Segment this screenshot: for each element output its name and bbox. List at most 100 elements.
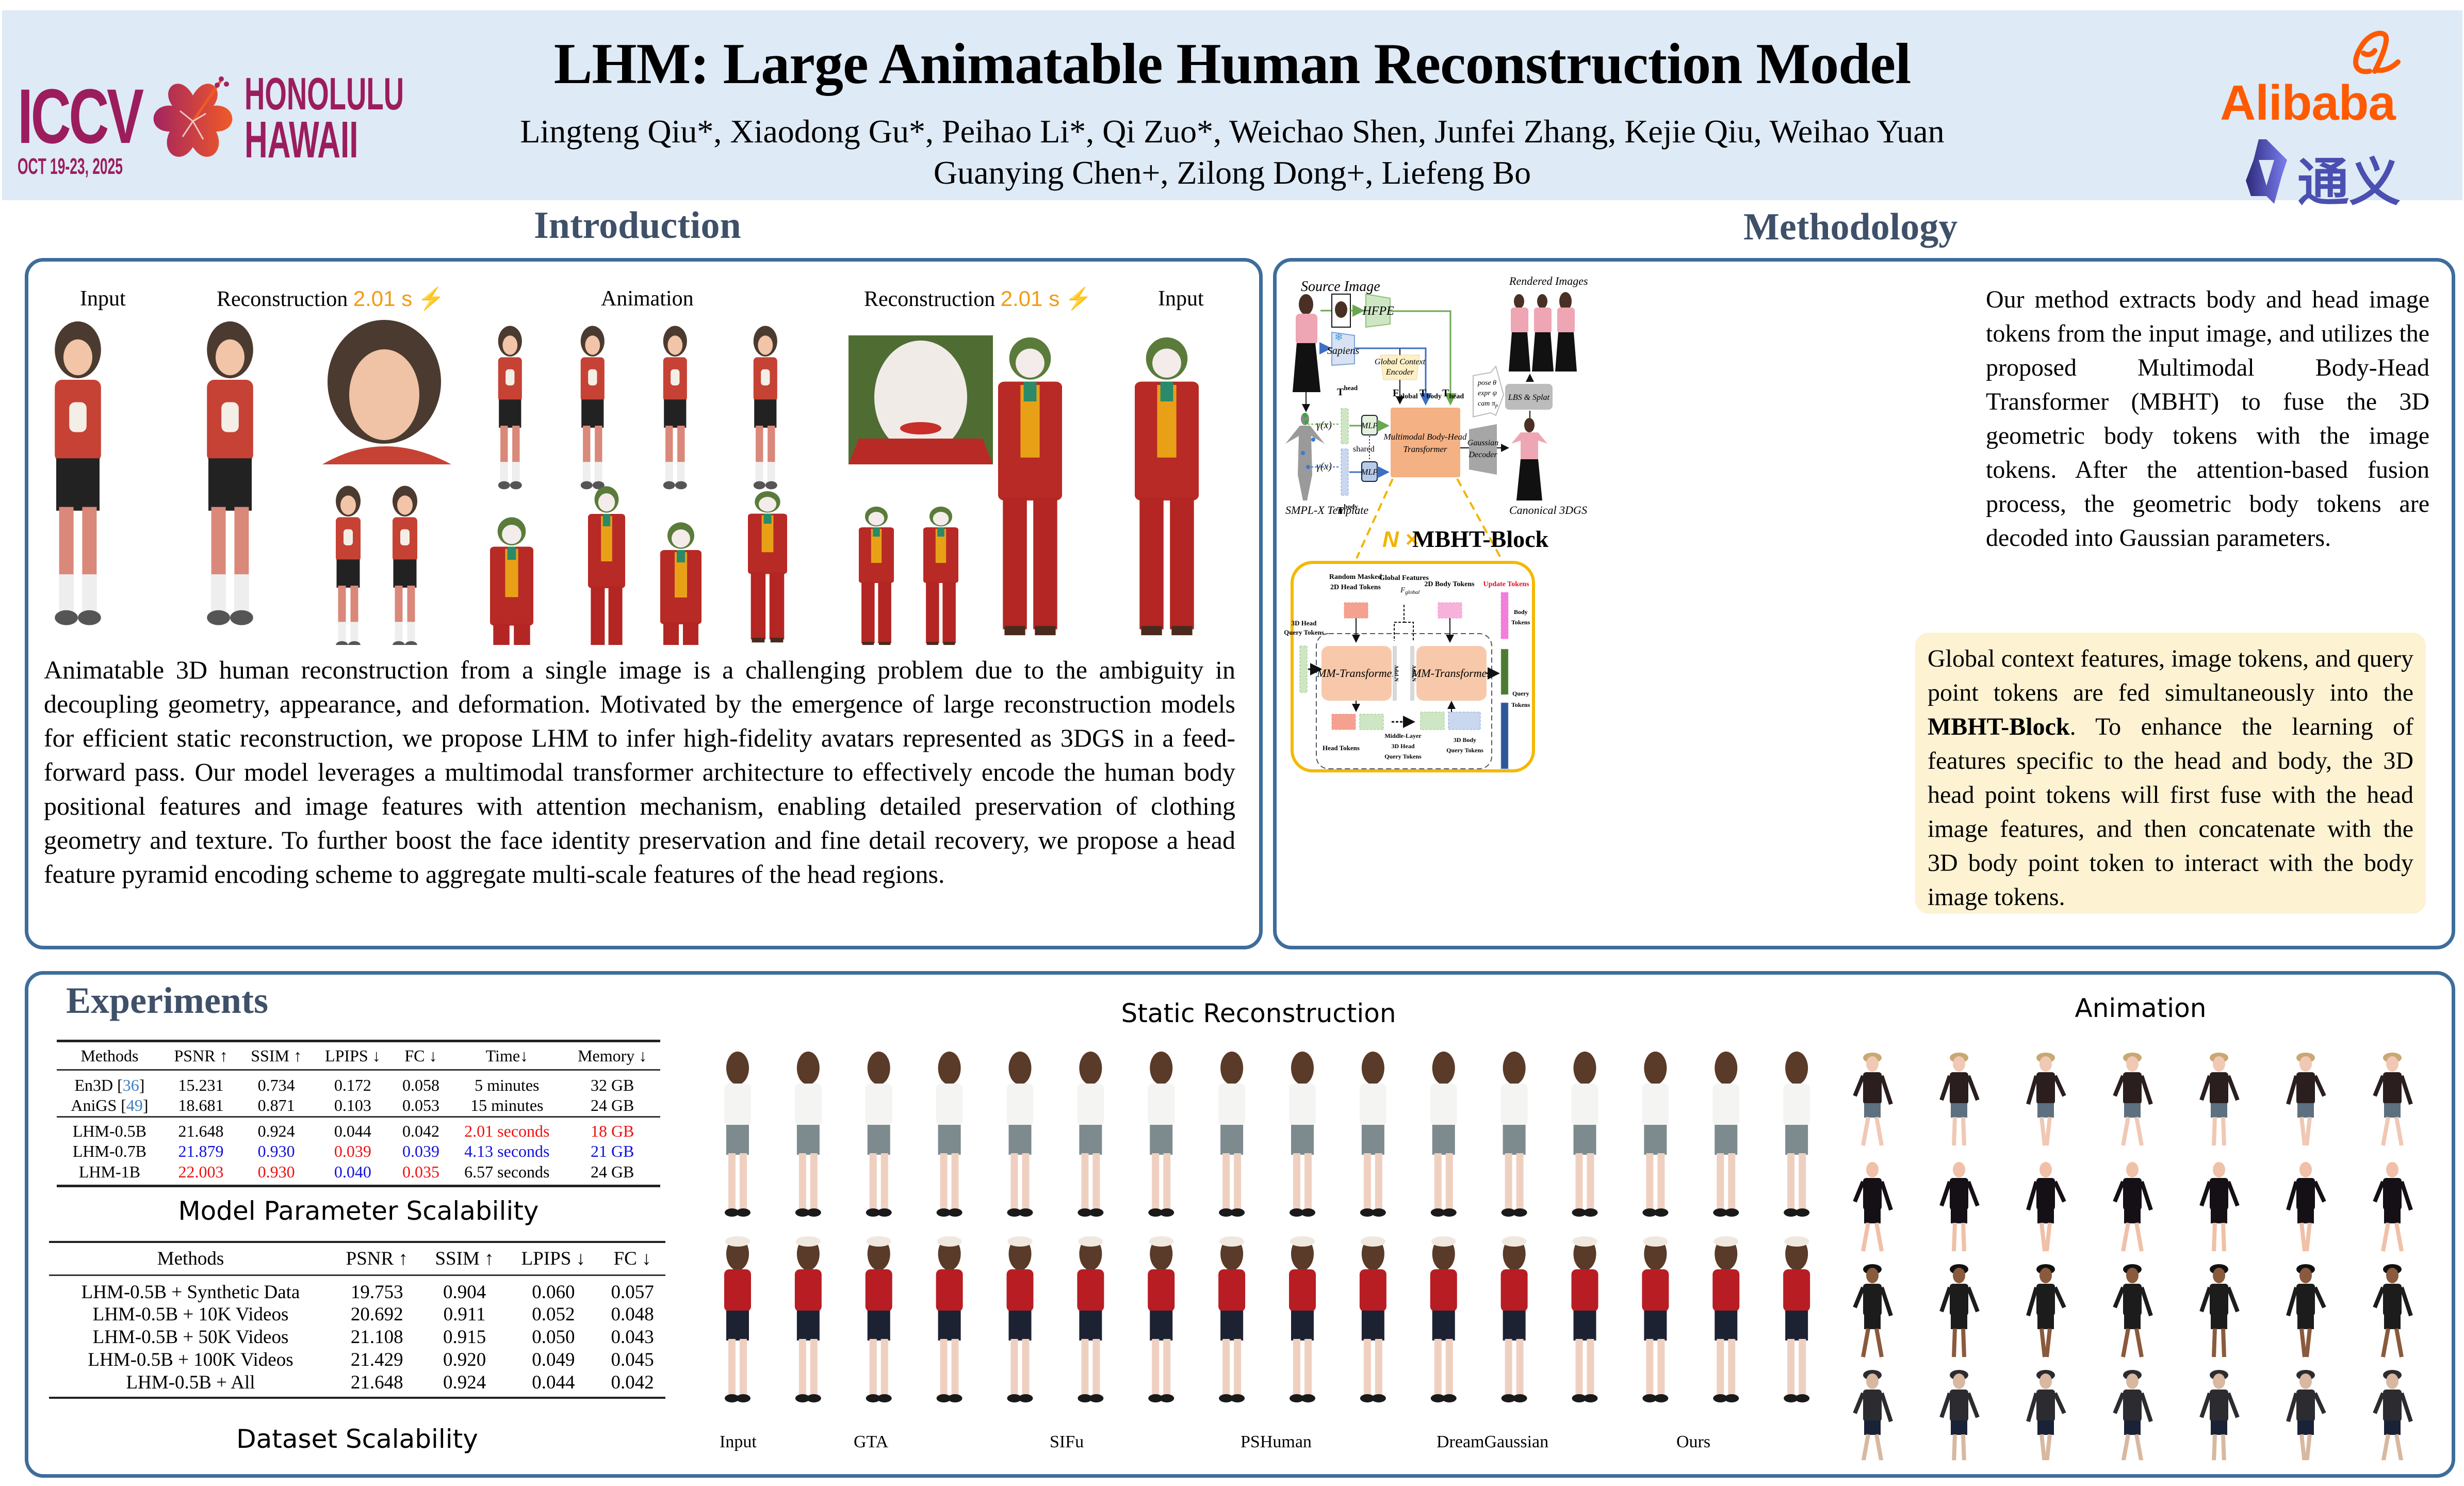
- mm-transformer-1: [1321, 646, 1392, 701]
- ssim-cell: 0.924: [239, 1116, 314, 1141]
- animation-frame: [2113, 1053, 2153, 1146]
- static-person: [1642, 1052, 1669, 1217]
- source-image-label: Source Image: [1301, 279, 1380, 295]
- static-person: [1359, 1236, 1386, 1402]
- methodology-diagram: HFPE ❄ Sapiens Global Context Encoder Fg…: [1284, 274, 1588, 772]
- body-query-1: 3D Body: [1454, 736, 1476, 744]
- lpips-cell: 0.103: [334, 1095, 371, 1115]
- ssim-cell: 0.915: [443, 1327, 486, 1348]
- time-cell: 15 minutes: [470, 1095, 544, 1115]
- cite-bracket: ]: [142, 1095, 149, 1115]
- table2-header-cell: SSIM ↑: [421, 1241, 508, 1276]
- animation-frame: [1939, 1053, 1980, 1146]
- psnr-cell: 18.681: [178, 1095, 224, 1115]
- cam-label: cam πp: [1478, 400, 1498, 409]
- tongyi-mark-icon: [2246, 139, 2287, 204]
- animation-frame: [1853, 1264, 1893, 1358]
- table1-header-cell: Methods: [57, 1040, 162, 1071]
- intro-figure: [55, 320, 1199, 645]
- static-column-label: PSHuman: [1241, 1432, 1312, 1451]
- update-body-query-tokens: [1500, 702, 1509, 769]
- ssim-cell: 0.924: [421, 1371, 508, 1399]
- snowflake-icon: ❄: [1334, 332, 1343, 343]
- middle-layer-2: 3D Head: [1392, 742, 1415, 750]
- rendered-persons: [1509, 292, 1577, 372]
- mlp-head-label: MLP: [1361, 422, 1378, 430]
- psnr-cell: 21.429: [350, 1349, 403, 1370]
- joker-reconstruction: [998, 337, 1062, 636]
- method-cell: LHM-0.5B + All: [49, 1371, 332, 1399]
- update-tokens-label: Update Tokens: [1483, 580, 1529, 588]
- fc-cell: 0.039: [402, 1142, 439, 1160]
- authors-line-1: Lingteng Qiu*, Xiaodong Gu*, Peihao Li*,…: [520, 113, 1945, 150]
- adaln-2-label: AdaLN: [1411, 665, 1416, 682]
- lpips-cell: 0.044: [313, 1116, 393, 1141]
- poster-header: ICCV OCT 19-23, 2025 HONOLULU HAWAII LHM…: [2, 10, 2462, 213]
- tongyi-wordmark: 通义: [2297, 152, 2401, 213]
- mbht-label-2: Transformer: [1403, 444, 1447, 454]
- fc-cell: 0.048: [611, 1304, 654, 1325]
- table2-header-cell: LPIPS ↓: [507, 1241, 600, 1276]
- hfpe-label: HFPE: [1362, 304, 1394, 318]
- static-person: [1500, 1236, 1528, 1402]
- iccv-logo: ICCV OCT 19-23, 2025 HONOLULU HAWAII: [18, 67, 404, 179]
- girl-reconstruction: [207, 321, 253, 625]
- reconstruction-left-text: Reconstruction: [217, 287, 348, 311]
- gd-label-2: Decoder: [1468, 450, 1497, 459]
- method-cell: En3D [36]: [57, 1070, 162, 1095]
- static-person: [1430, 1236, 1457, 1402]
- method-cell: LHM-0.5B + 50K Videos: [92, 1327, 289, 1348]
- head-query-out: [1359, 714, 1384, 730]
- static-person: [1289, 1236, 1316, 1402]
- static-person: [1006, 1236, 1034, 1402]
- animation-frame: [2286, 1053, 2326, 1146]
- citation: 49: [126, 1095, 143, 1115]
- static-person: [794, 1052, 822, 1217]
- static-column-label: GTA: [854, 1432, 889, 1451]
- poster-title: LHM: Large Animatable Human Reconstructi…: [553, 32, 1911, 96]
- table2-header-cell: Methods: [49, 1241, 332, 1276]
- method-name: LHM-0.5B: [72, 1121, 146, 1140]
- alibaba-wordmark: Alibaba: [2220, 75, 2396, 131]
- fc-cell: 0.035: [392, 1162, 450, 1187]
- body-tokens-2: Tokens: [1511, 619, 1530, 626]
- cite-bracket: ]: [139, 1076, 145, 1094]
- lbs-splat-label: LBS & Splat: [1508, 393, 1550, 402]
- mm-transformer-2-label: MM-Transformer: [1411, 667, 1491, 680]
- highlight-text-post: . To enhance the learning of features sp…: [1928, 713, 2413, 911]
- gaussian-decoder: [1469, 424, 1497, 475]
- ssim-cell: 0.930: [239, 1162, 314, 1187]
- iccv-region: HAWAII: [244, 110, 358, 169]
- fc-cell: 0.057: [611, 1281, 654, 1303]
- animation-frame: [2113, 1370, 2153, 1460]
- hibiscus-icon: [153, 76, 233, 157]
- table1-header-cell: PSNR ↑: [162, 1040, 240, 1071]
- t3d-head-label: Thead: [1337, 384, 1358, 398]
- girl-side-view: [393, 486, 417, 645]
- animation-title: Animation: [2075, 993, 2207, 1023]
- introduction-body: Animatable 3D human reconstruction from …: [44, 655, 1235, 889]
- static-person: [1712, 1052, 1740, 1217]
- static-person: [1500, 1052, 1528, 1217]
- body-tokens-2d-label: 2D Body Tokens: [1424, 580, 1475, 588]
- joker-side-views: [859, 506, 958, 645]
- static-person: [1712, 1236, 1740, 1402]
- static-person: [865, 1236, 892, 1402]
- iccv-dates: OCT 19-23, 2025: [18, 154, 123, 179]
- table1-header-cell: Time↓: [449, 1040, 565, 1071]
- mm-transformer-2: [1416, 646, 1487, 701]
- animation-frame: [2286, 1264, 2326, 1358]
- fc-cell: 0.042: [599, 1371, 665, 1399]
- body-query-tokens: [1448, 712, 1481, 730]
- smplx-template: [1285, 413, 1325, 500]
- iccv-city: HONOLULU: [244, 68, 404, 119]
